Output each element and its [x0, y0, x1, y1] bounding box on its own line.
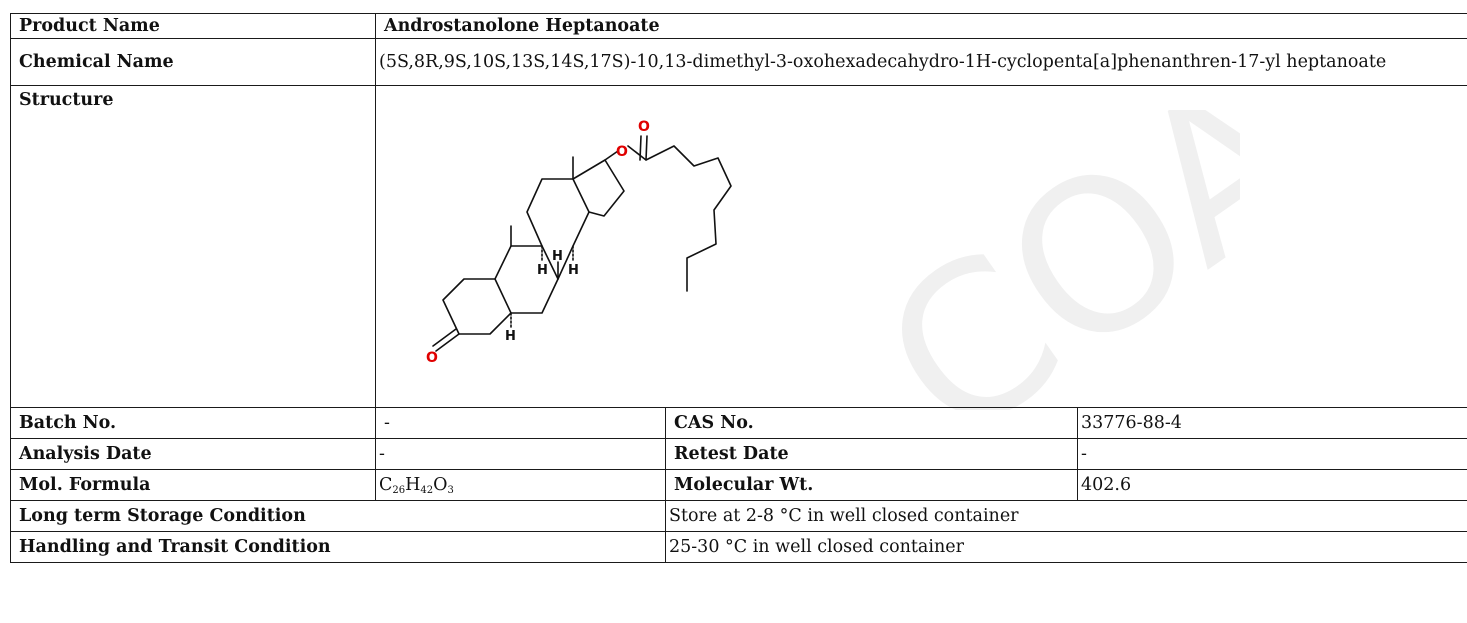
- atom-o-ester: O: [616, 144, 628, 160]
- ketone-bond: [435, 333, 460, 352]
- batch-no-value: -: [375, 407, 666, 439]
- retest-date-label: Retest Date: [665, 438, 1078, 470]
- cas-no-value: 33776-88-4: [1076, 407, 1467, 439]
- molecular-wt-value: 402.6: [1076, 469, 1467, 501]
- storage-label: Long term Storage Condition: [10, 500, 666, 532]
- structure-label: Structure: [10, 85, 376, 408]
- ester-o-bond: [604, 150, 619, 161]
- formula-c-count: 26: [392, 484, 406, 496]
- atom-h-8: H: [552, 249, 563, 264]
- row-structure: Structure: [10, 85, 1467, 408]
- mol-formula-label: Mol. Formula: [10, 469, 376, 501]
- row-handling: Handling and Transit Condition 25-30 °C …: [10, 531, 1467, 563]
- handling-value: 25-30 °C in well closed container: [664, 531, 1467, 563]
- row-storage: Long term Storage Condition Store at 2-8…: [10, 500, 1467, 532]
- mol-formula-value: C26H42O3: [375, 469, 666, 501]
- row-formula-molwt: Mol. Formula C26H42O3 Molecular Wt. 402.…: [10, 469, 1467, 501]
- storage-value: Store at 2-8 °C in well closed container: [664, 500, 1467, 532]
- carbonyl-bond: [645, 135, 648, 161]
- analysis-date-value: -: [375, 438, 666, 470]
- formula-h-count: 42: [420, 484, 434, 496]
- formula-h: H: [405, 474, 421, 495]
- ketone-bond-2: [432, 328, 457, 347]
- batch-no-label: Batch No.: [10, 407, 376, 439]
- formula-o-count: 3: [447, 484, 454, 496]
- formula-o: O: [433, 474, 448, 495]
- chemical-name-label: Chemical Name: [10, 38, 376, 86]
- row-batch-cas: Batch No. - CAS No. 33776-88-4: [10, 407, 1467, 439]
- analysis-date-label: Analysis Date: [10, 438, 376, 470]
- structure-cell: O O O H H H H: [374, 85, 1467, 408]
- heptanoate-chain: [627, 145, 732, 292]
- formula-c: C: [379, 474, 393, 495]
- atom-o-ketone: O: [426, 350, 438, 366]
- retest-date-value: -: [1076, 438, 1467, 470]
- atom-o-carbonyl: O: [638, 119, 650, 135]
- structure-diagram: O O O H H H H: [426, 119, 732, 366]
- atom-h-9: H: [537, 263, 548, 278]
- chemical-name-value: (5S,8R,9S,10S,13S,14S,17S)-10,13-dimethy…: [374, 38, 1467, 86]
- atom-h-14: H: [568, 263, 579, 278]
- row-product-name: Product Name Androstanolone Heptanoate: [10, 13, 1467, 39]
- carbonyl-bond-2: [639, 135, 642, 161]
- ring-d-bonds: [572, 159, 625, 217]
- coa-table: Product Name Androstanolone Heptanoate C…: [10, 13, 1467, 563]
- molecular-wt-label: Molecular Wt.: [665, 469, 1078, 501]
- row-chemical-name: Chemical Name (5S,8R,9S,10S,13S,14S,17S)…: [10, 38, 1467, 86]
- cas-no-label: CAS No.: [665, 407, 1078, 439]
- ring-a-bonds: [442, 278, 512, 335]
- product-name-value: Androstanolone Heptanoate: [374, 13, 1467, 39]
- product-name-label: Product Name: [10, 13, 376, 39]
- handling-label: Handling and Transit Condition: [10, 531, 666, 563]
- ring-b-bonds: [494, 245, 559, 314]
- row-analysis-retest: Analysis Date - Retest Date -: [10, 438, 1467, 470]
- atom-h-5: H: [505, 329, 516, 344]
